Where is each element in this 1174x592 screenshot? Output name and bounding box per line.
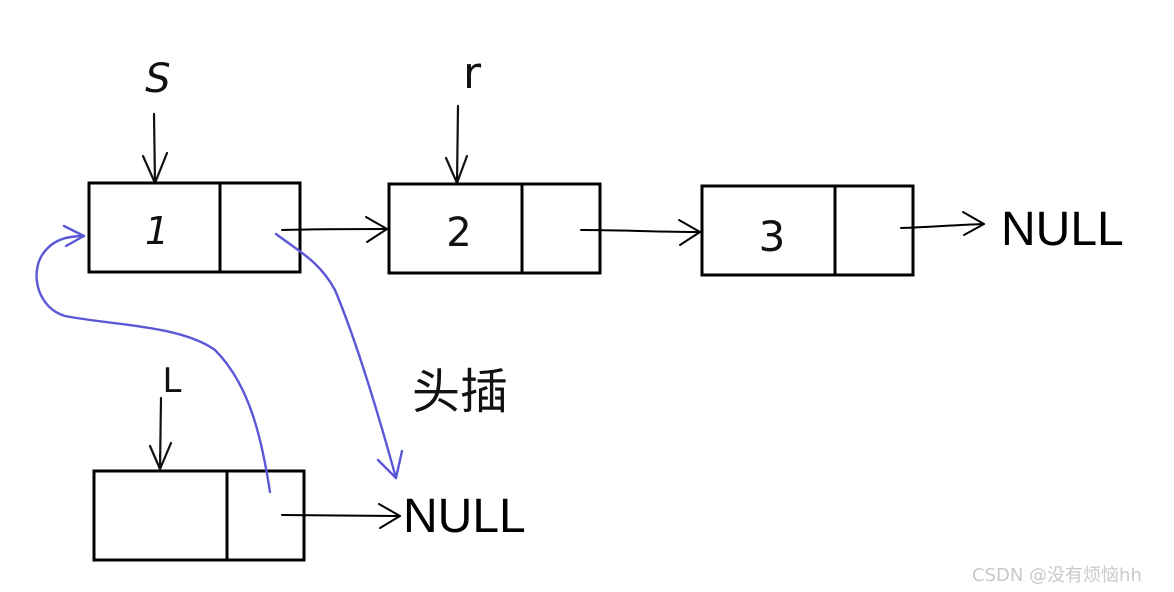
watermark: CSDN @没有烦恼hh [972,565,1142,586]
head-node [92,469,306,562]
null-label-top: NULL [1001,203,1124,256]
node-1-value: 1 [145,209,169,253]
node-3: 3 [700,184,915,277]
pointer-arrow-r [444,104,469,185]
arrow-head-to-null [281,503,401,529]
arrow-node1-to-node2 [281,216,388,243]
node-1: 1 [87,181,302,274]
pointer-arrow-s [141,112,169,185]
head-node-data-cell [92,469,229,562]
node-3-next-cell [833,184,915,277]
node-2: 2 [387,182,602,275]
arrow-node2-to-node3 [580,219,701,246]
node-2-value: 2 [446,210,471,256]
pointer-arrow-l [148,396,173,471]
arrow-node3-to-null [900,211,985,236]
annotation-arrow-head-to-node1 [35,224,272,494]
pointer-label-l: L [163,361,182,401]
operation-label: 头插 [412,364,508,420]
pointer-label-r: r [463,48,482,99]
node-1-next-cell [218,181,302,274]
pointer-label-s: S [145,56,170,102]
node-2-next-cell [520,182,602,275]
null-label-bottom: NULL [403,490,526,543]
annotation-arrow-node1-to-null [274,232,404,480]
node-3-value: 3 [759,212,786,261]
